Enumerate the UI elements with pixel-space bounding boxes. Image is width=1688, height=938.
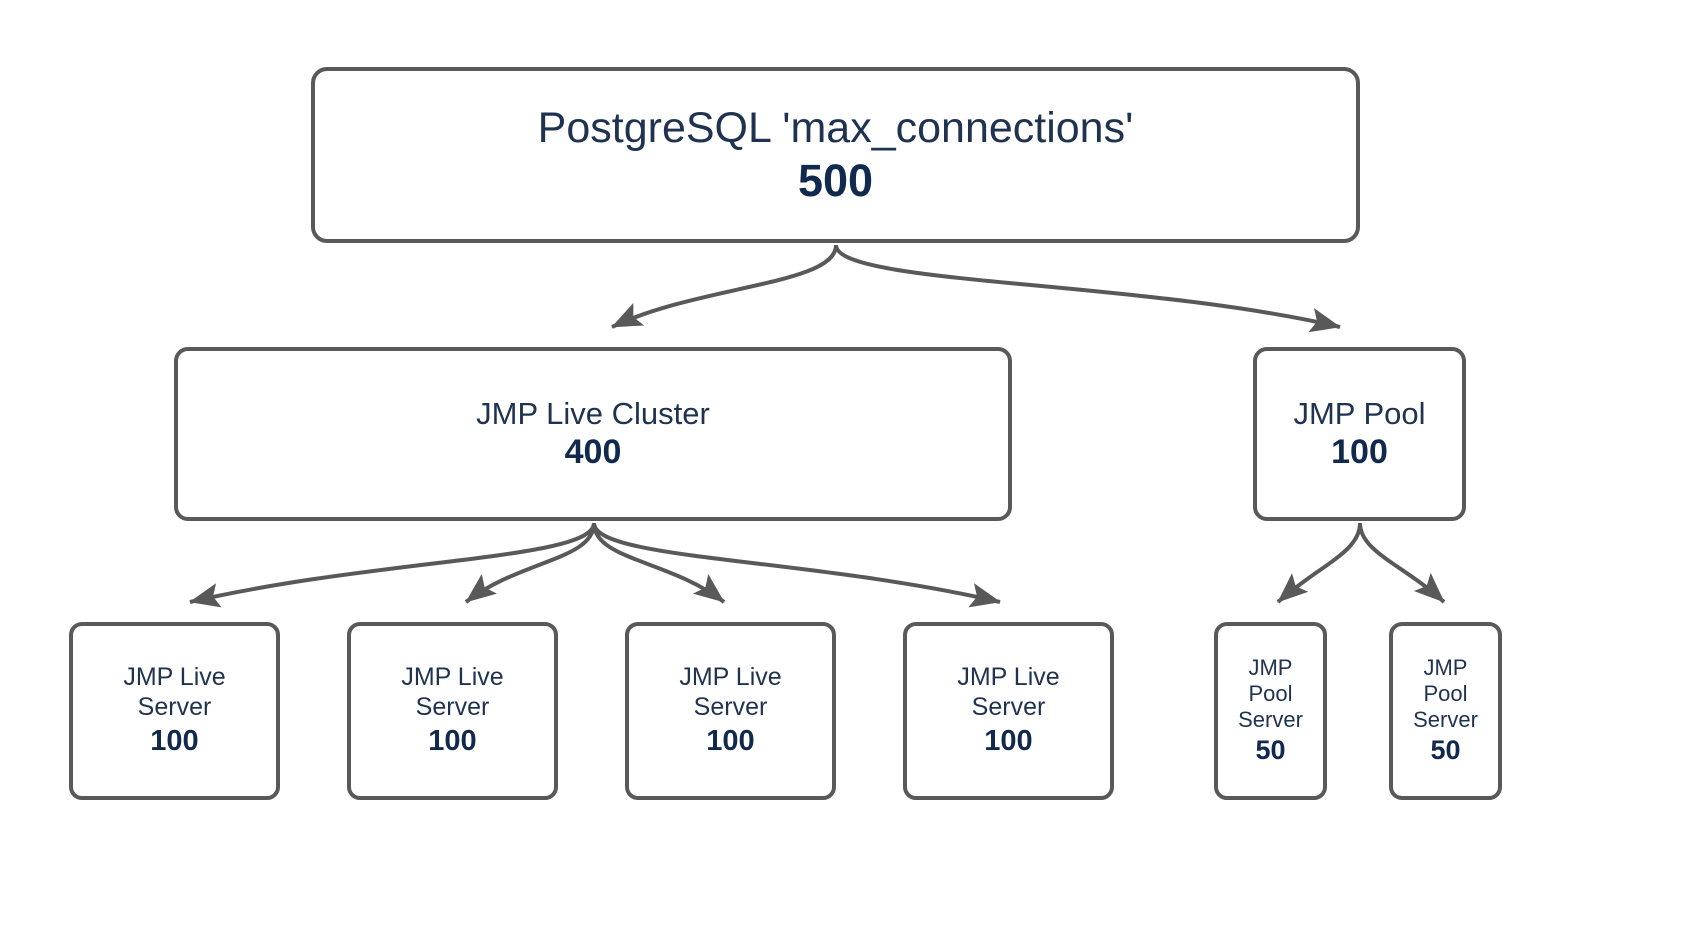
edge-live-cluster-to-server-2 bbox=[464, 522, 596, 604]
node-jmp-live-server-3[interactable]: JMP Live Server 100 bbox=[625, 622, 836, 800]
node-label: JMP Live Server bbox=[679, 663, 782, 721]
node-label: JMP Pool bbox=[1293, 395, 1426, 431]
node-jmp-pool[interactable]: JMP Pool 100 bbox=[1253, 347, 1466, 521]
node-value: 100 bbox=[706, 725, 755, 758]
node-jmp-live-server-1[interactable]: JMP Live Server 100 bbox=[69, 622, 280, 800]
edge-live-cluster-to-server-3 bbox=[592, 522, 726, 604]
node-value: 50 bbox=[1255, 735, 1286, 765]
node-jmp-pool-server-2[interactable]: JMP Pool Server 50 bbox=[1389, 622, 1502, 800]
node-label: JMP Live Server bbox=[401, 663, 504, 721]
node-jmp-live-server-4[interactable]: JMP Live Server 100 bbox=[903, 622, 1114, 800]
node-value: 500 bbox=[797, 154, 874, 206]
node-value: 400 bbox=[564, 433, 622, 472]
node-label: JMP Pool Server bbox=[1238, 655, 1303, 733]
edge-root-to-pool bbox=[834, 244, 1341, 333]
edge-live-cluster-to-server-1 bbox=[189, 522, 596, 608]
node-jmp-live-server-2[interactable]: JMP Live Server 100 bbox=[347, 622, 558, 800]
edge-live-cluster-to-server-4 bbox=[592, 522, 1001, 608]
node-value: 50 bbox=[1430, 735, 1461, 765]
node-label: JMP Live Server bbox=[123, 663, 226, 721]
edge-pool-to-pool-server-2 bbox=[1358, 522, 1446, 604]
node-value: 100 bbox=[1331, 433, 1388, 472]
node-postgresql-max-connections[interactable]: PostgreSQL 'max_connections' 500 bbox=[311, 67, 1360, 243]
node-value: 100 bbox=[150, 725, 199, 758]
node-label: JMP Live Server bbox=[957, 663, 1060, 721]
node-label: JMP Pool Server bbox=[1413, 655, 1478, 733]
node-jmp-pool-server-1[interactable]: JMP Pool Server 50 bbox=[1214, 622, 1327, 800]
edge-pool-to-pool-server-1 bbox=[1276, 522, 1362, 604]
node-label: JMP Live Cluster bbox=[476, 395, 710, 431]
node-value: 100 bbox=[428, 725, 477, 758]
node-value: 100 bbox=[984, 725, 1033, 758]
node-jmp-live-cluster[interactable]: JMP Live Cluster 400 bbox=[174, 347, 1012, 521]
edge-root-to-live-cluster bbox=[611, 244, 838, 329]
node-label: PostgreSQL 'max_connections' bbox=[537, 104, 1134, 153]
